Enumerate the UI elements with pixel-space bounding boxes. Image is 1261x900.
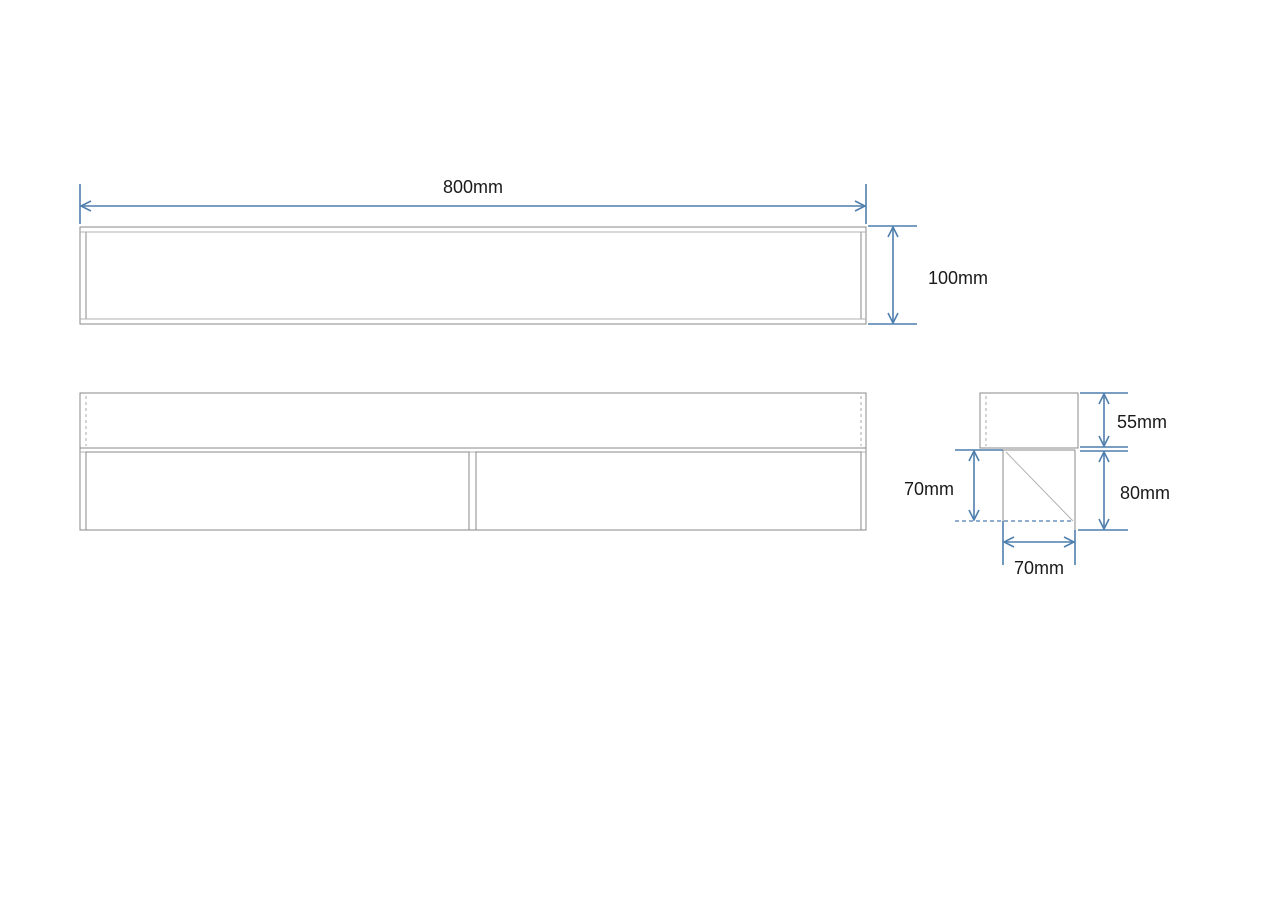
front-view-upper-panel (79, 392, 867, 449)
front-view (79, 392, 867, 531)
top-view-inner-frame (85, 231, 862, 320)
label-55mm: 55mm (1117, 412, 1167, 432)
side-view-upper-panel (979, 392, 1079, 449)
label-800mm: 800mm (443, 177, 503, 197)
dimension-side-70-vertical: 70mm (904, 449, 1074, 522)
side-view-diagonal-brace (1005, 451, 1074, 522)
label-80mm: 80mm (1120, 483, 1170, 503)
dimension-top-width: 800mm (79, 177, 867, 224)
label-70mm-vertical: 70mm (904, 479, 954, 499)
dimension-top-height: 100mm (868, 225, 988, 325)
top-view (79, 226, 867, 325)
label-70mm-horizontal: 70mm (1014, 558, 1064, 578)
top-view-outer-frame (79, 226, 867, 325)
dimension-side-55: 55mm (1080, 392, 1167, 448)
front-view-drawer-right (475, 451, 862, 531)
front-view-drawer-left (85, 451, 470, 531)
label-100mm: 100mm (928, 268, 988, 288)
dimension-side-70-horizontal: 70mm (1002, 521, 1076, 578)
side-view (979, 392, 1079, 530)
dimension-side-80: 80mm (1078, 450, 1170, 531)
front-view-lower-body (79, 447, 867, 531)
